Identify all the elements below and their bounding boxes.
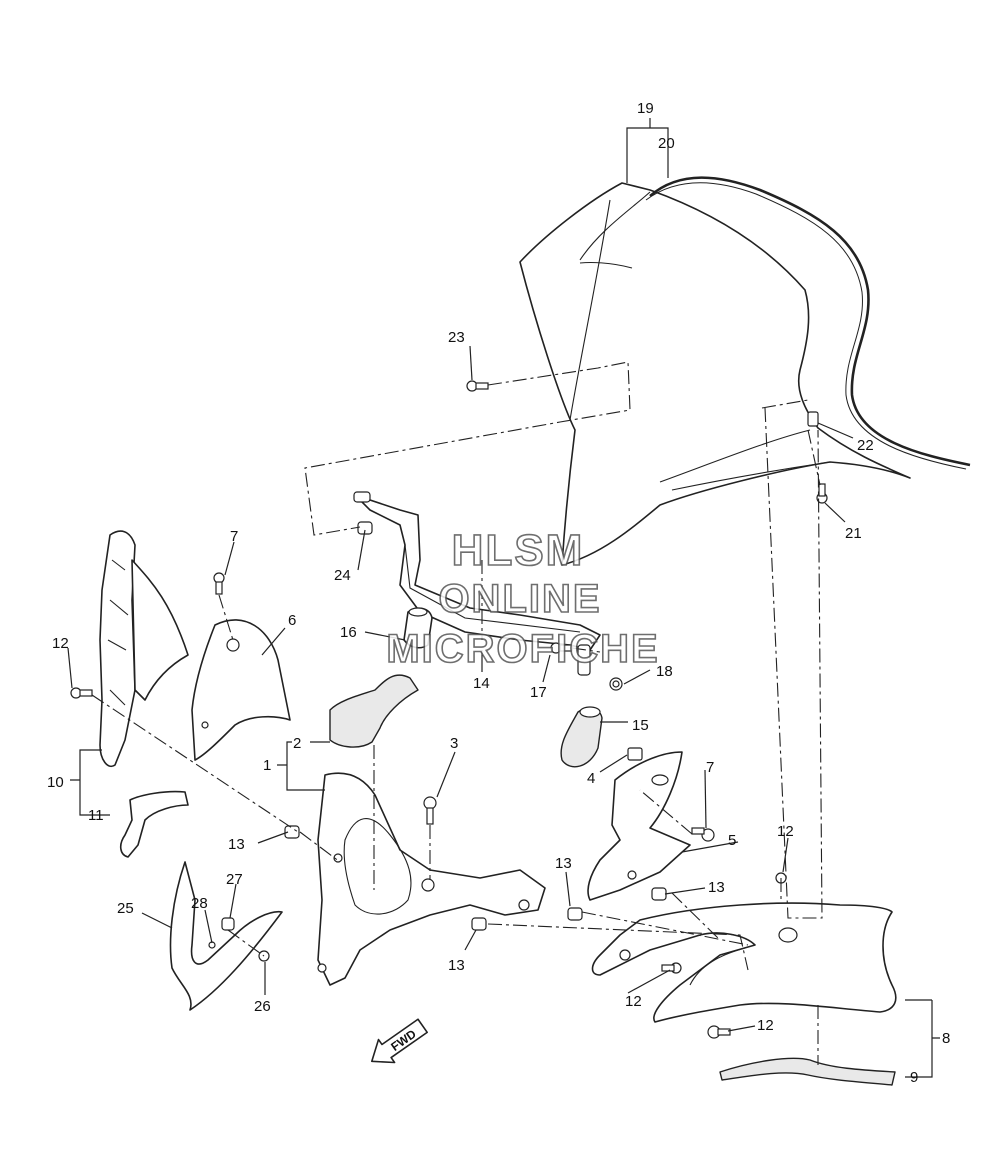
- callout-14: 14: [473, 675, 490, 692]
- collar-13c: [567, 907, 583, 921]
- callout-18: 18: [656, 663, 673, 680]
- windshield: [519, 182, 911, 566]
- callout-4: 4: [587, 770, 595, 787]
- callout-25: 25: [117, 900, 134, 917]
- windshield-trim: [645, 176, 971, 470]
- callout-1: 1: [263, 757, 271, 774]
- callout-19: 19: [637, 100, 654, 117]
- callout-13b: 13: [555, 855, 572, 872]
- callout-26: 26: [254, 998, 271, 1015]
- callout-13c: 13: [708, 879, 725, 896]
- assembly-lines: [91, 361, 823, 1065]
- air-duct-2: [329, 674, 419, 748]
- fwd-arrow-icon: FWD: [370, 1018, 428, 1064]
- inner-cowling-1: [317, 772, 546, 986]
- trim-strip-9: [719, 1057, 896, 1086]
- screw-7b: [691, 827, 715, 842]
- callout-12c: 12: [625, 993, 642, 1010]
- collar-27: [221, 917, 235, 931]
- callout-10: 10: [47, 774, 64, 791]
- side-panel-5: [587, 751, 691, 901]
- callout-12b: 12: [777, 823, 794, 840]
- watermark-line1: HLSM: [452, 526, 585, 575]
- callout-12a: 12: [52, 635, 69, 652]
- callout-11: 11: [88, 807, 104, 824]
- side-panel-10: [99, 530, 189, 767]
- callout-9: 9: [910, 1069, 918, 1086]
- callout-3: 3: [450, 735, 458, 752]
- callout-13a: 13: [228, 836, 245, 853]
- callout-28: 28: [191, 895, 208, 912]
- damper-16: [403, 607, 433, 649]
- callout-27: 27: [226, 871, 243, 888]
- callout-8: 8: [942, 1030, 950, 1047]
- leader-lines: [67, 118, 940, 1078]
- callout-24: 24: [334, 567, 351, 584]
- callout-2: 2: [293, 735, 301, 752]
- bracket-11: [119, 790, 189, 858]
- grommet-24: [353, 491, 373, 535]
- callout-7b: 7: [706, 759, 714, 776]
- callout-5: 5: [728, 832, 736, 849]
- callout-6: 6: [288, 612, 296, 629]
- screw-12a: [70, 687, 93, 699]
- outer-cowling-8: [591, 902, 897, 1023]
- bolt-22: [807, 411, 819, 427]
- callout-22: 22: [857, 437, 874, 454]
- watermark-line2: ONLINE: [438, 577, 601, 621]
- callout-21: 21: [845, 525, 862, 542]
- watermark: HLSM ONLINE MICROFICHE: [386, 525, 659, 672]
- callout-labels: 19 20 23 22 21 24 7 6 16 14 17 18 12 15 …: [47, 100, 950, 1086]
- callout-16: 16: [340, 624, 357, 641]
- screw-7a: [213, 572, 225, 595]
- watermark-line3: MICROFICHE: [386, 627, 659, 671]
- nut-4: [627, 747, 643, 761]
- collar-13d: [651, 887, 667, 901]
- screw-23: [466, 380, 489, 392]
- callout-17: 17: [530, 684, 547, 701]
- callout-23: 23: [448, 329, 465, 346]
- damper-15: [560, 706, 603, 768]
- screw-12d: [707, 1025, 731, 1039]
- callout-7a: 7: [230, 528, 238, 545]
- collar-13a: [284, 825, 300, 839]
- callout-20: 20: [658, 135, 675, 152]
- cowling-stay: [354, 494, 601, 676]
- inner-panel-6: [191, 619, 291, 761]
- nut-18: [609, 677, 623, 691]
- screw-3: [423, 796, 437, 825]
- callout-12d: 12: [757, 1017, 774, 1034]
- screw-12c: [661, 962, 682, 974]
- collar-13b: [471, 917, 487, 931]
- callout-15: 15: [632, 717, 649, 734]
- callout-13d: 13: [448, 957, 465, 974]
- screw-21: [816, 483, 828, 504]
